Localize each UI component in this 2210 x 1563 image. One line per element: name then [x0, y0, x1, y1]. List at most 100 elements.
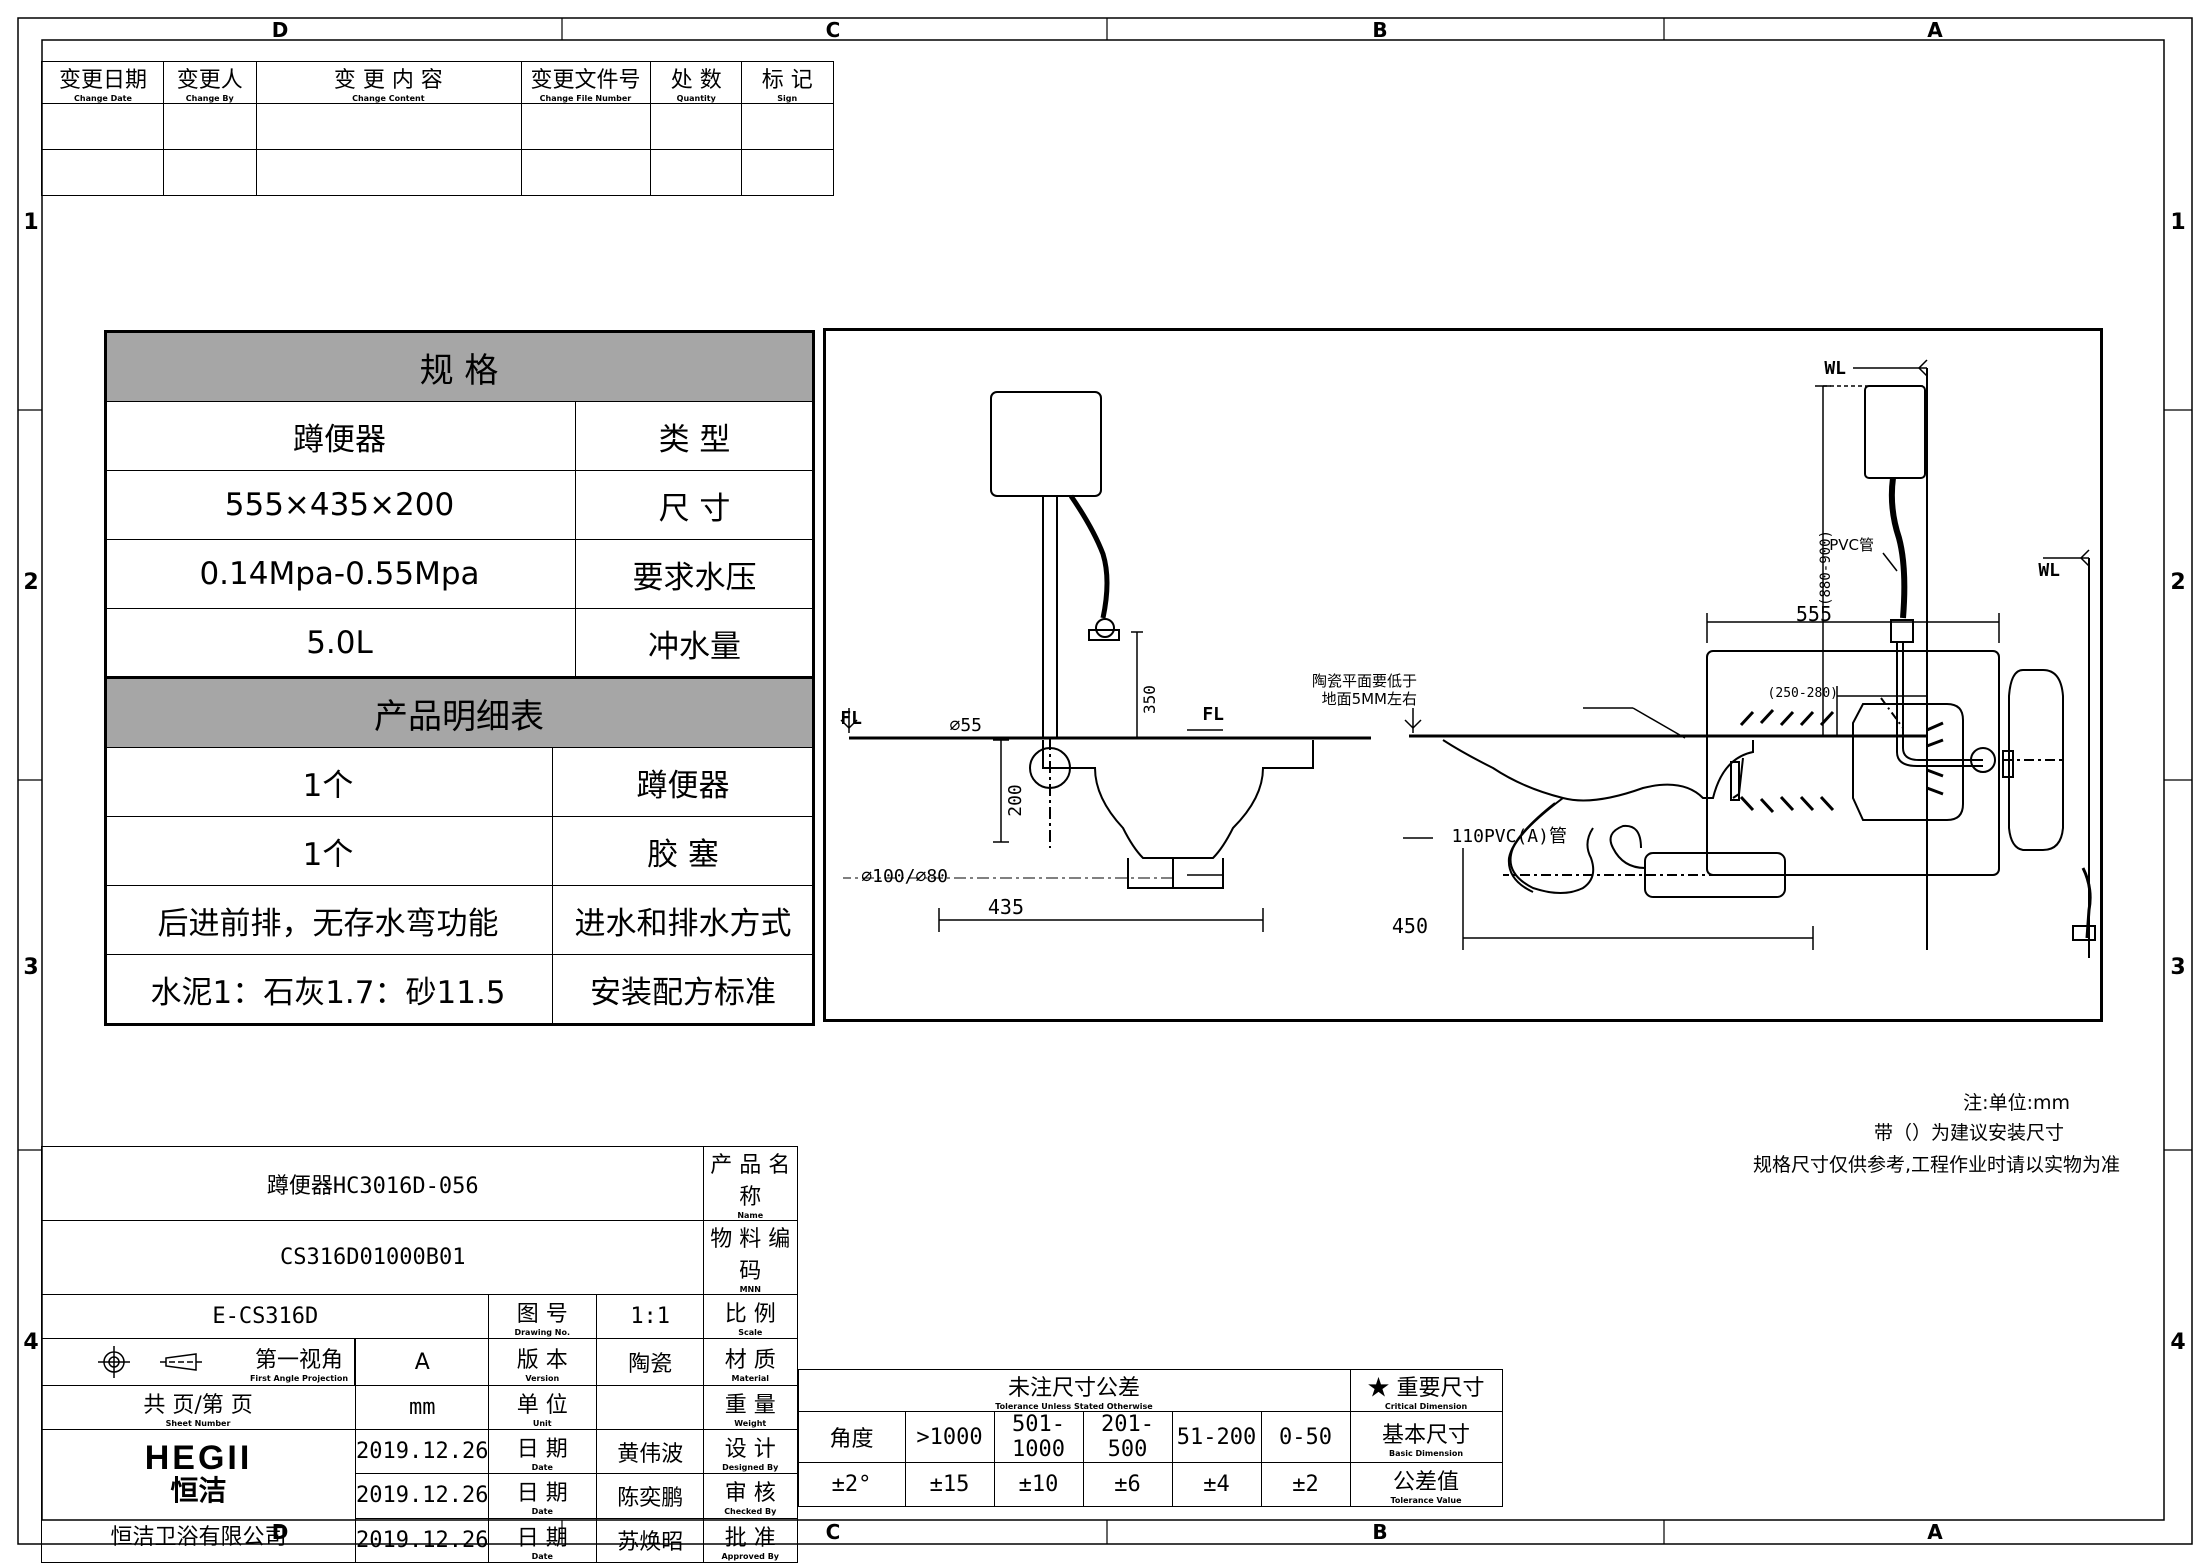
zone-number: 1	[23, 210, 39, 235]
fl-label: FL	[840, 708, 862, 729]
note-reference: 规格尺寸仅供参考,工程作业时请以实物为准	[1752, 1154, 2120, 1176]
wl-label: WL	[1824, 358, 1846, 379]
spec-label: 尺 寸	[575, 470, 814, 540]
tol-cell: ±6	[1083, 1462, 1173, 1507]
detail-label: 胶 塞	[552, 816, 814, 886]
zone-number: 2	[23, 570, 39, 595]
date-value: 2019.12.26	[355, 1429, 489, 1474]
approved-by: 苏焕昭	[596, 1518, 704, 1563]
spec-title: 规 格	[105, 331, 814, 402]
spec-value: 蹲便器	[105, 401, 576, 471]
d55-label: ⌀55	[949, 715, 982, 736]
detail-title: 产品明细表	[105, 677, 814, 748]
dim-450: 450	[1391, 914, 1428, 938]
range-cell: 角度	[798, 1411, 906, 1463]
range-cell: 501-1000	[994, 1411, 1084, 1463]
zone-number: 3	[23, 955, 39, 980]
checked-by: 陈奕鹏	[596, 1473, 704, 1519]
dim-435: 435	[987, 895, 1024, 919]
spec-value: 5.0L	[105, 608, 576, 679]
tol-cell: ±2	[1261, 1462, 1351, 1507]
designed-by: 黄伟波	[596, 1429, 704, 1474]
range-cell: 201-500	[1083, 1411, 1173, 1463]
zone-letter: A	[1927, 18, 1943, 42]
range-cell: >1000	[905, 1411, 995, 1463]
zone-letter: D	[271, 18, 289, 42]
pan-side	[1442, 739, 1754, 802]
zone-letter: C	[825, 18, 841, 42]
zone-letter: A	[1927, 1520, 1943, 1544]
tol-cell: ±2°	[798, 1462, 906, 1507]
zone-number: 1	[2170, 210, 2186, 235]
cistern-side	[1864, 385, 1926, 479]
detail-value: 1个	[105, 747, 553, 817]
pan-front	[1042, 740, 1314, 859]
range-cell: 51-200	[1172, 1411, 1262, 1463]
date-value: 2019.12.26	[355, 1473, 489, 1519]
note-unit: 注:单位:mm	[1963, 1092, 2070, 1114]
dim-200: 200	[1005, 784, 1027, 817]
drawing-no: E-CS316D	[41, 1294, 489, 1339]
detail-value: 后进前排，无存水弯功能	[105, 885, 553, 955]
detail-value: 水泥1：石灰1.7：砂11.5	[105, 954, 553, 1025]
dim-350: 350	[1140, 685, 1160, 714]
spec-value: 555×435×200	[105, 470, 576, 540]
tol-cell: ±15	[905, 1462, 995, 1507]
tol-cell: ±10	[994, 1462, 1084, 1507]
company-name: 恒洁卫浴有限公司	[110, 1525, 287, 1550]
tank-side	[2008, 669, 2064, 851]
unit-value: mm	[355, 1385, 489, 1430]
material-code: CS316D01000B01	[41, 1220, 704, 1295]
zone-letter: C	[825, 1520, 841, 1544]
fl-label: FL	[1202, 704, 1224, 725]
tile-note-line2: 地面5MM左右	[1321, 690, 1417, 708]
date-value: 2019.12.26	[355, 1518, 489, 1563]
logo-en: HEGII	[144, 1439, 253, 1477]
pan-top-view	[1706, 650, 2000, 876]
detail-label: 蹲便器	[552, 747, 814, 817]
zone-number: 3	[2170, 955, 2186, 980]
spec-label: 类 型	[575, 401, 814, 471]
spec-value: 0.14Mpa-0.55Mpa	[105, 539, 576, 609]
material-value: 陶瓷	[596, 1338, 704, 1386]
detail-label: 安装配方标准	[552, 954, 814, 1025]
weight-value	[596, 1385, 704, 1430]
zone-number: 4	[2170, 1330, 2186, 1355]
detail-value: 1个	[105, 816, 553, 886]
note-recommended: 带（）为建议安装尺寸	[1873, 1122, 2064, 1144]
pvc-pipe-label: PVC管	[1829, 536, 1874, 554]
wl-label: WL	[2038, 560, 2060, 581]
range-cell: 0-50	[1261, 1411, 1351, 1463]
